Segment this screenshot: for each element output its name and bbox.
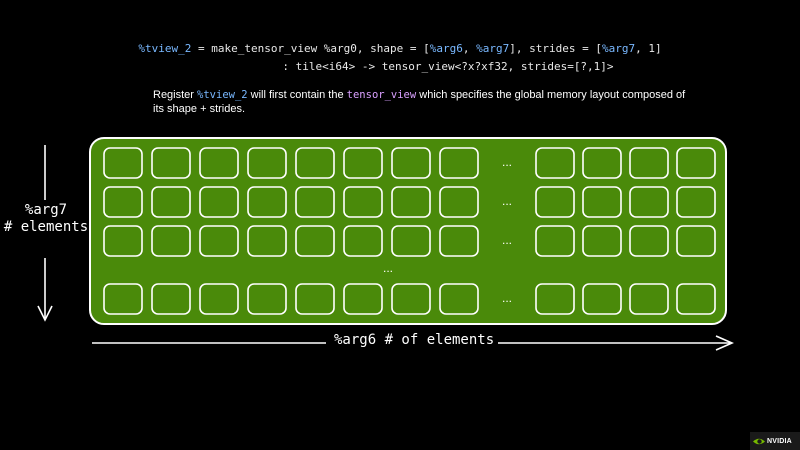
tile-cell [535, 283, 575, 315]
tile-cell [151, 147, 191, 179]
x-arrow-head [715, 335, 734, 351]
description-suffix: which specifies the global memory layout… [153, 89, 686, 115]
tile-cell [676, 283, 716, 315]
y-axis-label-line1: %arg7 [24, 202, 68, 218]
nvidia-logo: NVIDIA [750, 432, 800, 450]
code-var-arg7: %arg7 [602, 42, 636, 55]
tile-cell [151, 283, 191, 315]
tile-cell [103, 225, 143, 257]
nvidia-eye-icon [753, 438, 765, 444]
tile-cell [199, 186, 239, 218]
code-line-1: %tview_2 = make_tensor_view %arg0, shape… [0, 42, 800, 55]
tile-cell [676, 147, 716, 179]
tile-cell [247, 147, 287, 179]
tile-cell [199, 225, 239, 257]
tile-cell [439, 147, 479, 179]
tile-cell [343, 147, 383, 179]
code-text: , [462, 42, 477, 55]
tile-cell [295, 186, 335, 218]
tile-cell [582, 147, 622, 179]
tile-cell [391, 186, 431, 218]
code-var-arg6: %arg6 [429, 42, 463, 55]
tile-cell [103, 283, 143, 315]
tile-cell [247, 186, 287, 218]
tile-cell [439, 186, 479, 218]
tile-cell [151, 186, 191, 218]
y-axis-label: %arg7# elements [2, 202, 90, 236]
code-var-arg7: %arg7 [476, 42, 510, 55]
memory-block [89, 137, 727, 325]
row-ellipsis: ... [502, 233, 512, 247]
tile-cell [439, 225, 479, 257]
code-var-tview: %tview_2 [138, 42, 192, 55]
tile-cell [247, 283, 287, 315]
tile-cell [629, 283, 669, 315]
tile-cell [199, 147, 239, 179]
tile-cell [343, 186, 383, 218]
code-text: = make_tensor_view %arg0, shape = [ [191, 42, 430, 55]
tile-cell [103, 147, 143, 179]
tile-cell [103, 186, 143, 218]
nvidia-logo-text: NVIDIA [767, 437, 792, 445]
x-axis-label: %arg6 # of elements [330, 332, 499, 348]
code-text: , 1] [635, 42, 662, 55]
tile-cell [535, 147, 575, 179]
code-text: ], strides = [ [509, 42, 602, 55]
tile-cell [676, 186, 716, 218]
tile-cell [535, 225, 575, 257]
tile-cell [535, 186, 575, 218]
tile-cell [582, 186, 622, 218]
tile-cell [295, 147, 335, 179]
tile-cell [247, 225, 287, 257]
row-ellipsis: ... [502, 291, 512, 305]
description-text: Register %tview_2 will first contain the… [153, 88, 693, 116]
description-middle: will first contain the [247, 89, 347, 101]
tile-cell [582, 225, 622, 257]
row-ellipsis: ... [502, 194, 512, 208]
tile-cell [295, 225, 335, 257]
tile-cell [391, 147, 431, 179]
tile-cell [629, 186, 669, 218]
code-line-2: : tile<i64> -> tensor_view<?x?xf32, stri… [282, 60, 614, 73]
tile-cell [629, 225, 669, 257]
tile-cell [439, 283, 479, 315]
tile-cell [629, 147, 669, 179]
y-axis-label-line2: # elements [3, 219, 89, 235]
description-term: tensor_view [346, 89, 417, 101]
tile-cell [676, 225, 716, 257]
tile-cell [391, 225, 431, 257]
tile-cell [199, 283, 239, 315]
row-ellipsis: ... [502, 155, 512, 169]
column-ellipsis: ... [383, 261, 393, 275]
tile-cell [295, 283, 335, 315]
description-prefix: Register [153, 89, 198, 101]
description-var: %tview_2 [197, 89, 248, 101]
y-arrow-head [37, 305, 53, 322]
tile-cell [343, 225, 383, 257]
tile-cell [343, 283, 383, 315]
tile-cell [391, 283, 431, 315]
tile-cell [582, 283, 622, 315]
tile-cell [151, 225, 191, 257]
